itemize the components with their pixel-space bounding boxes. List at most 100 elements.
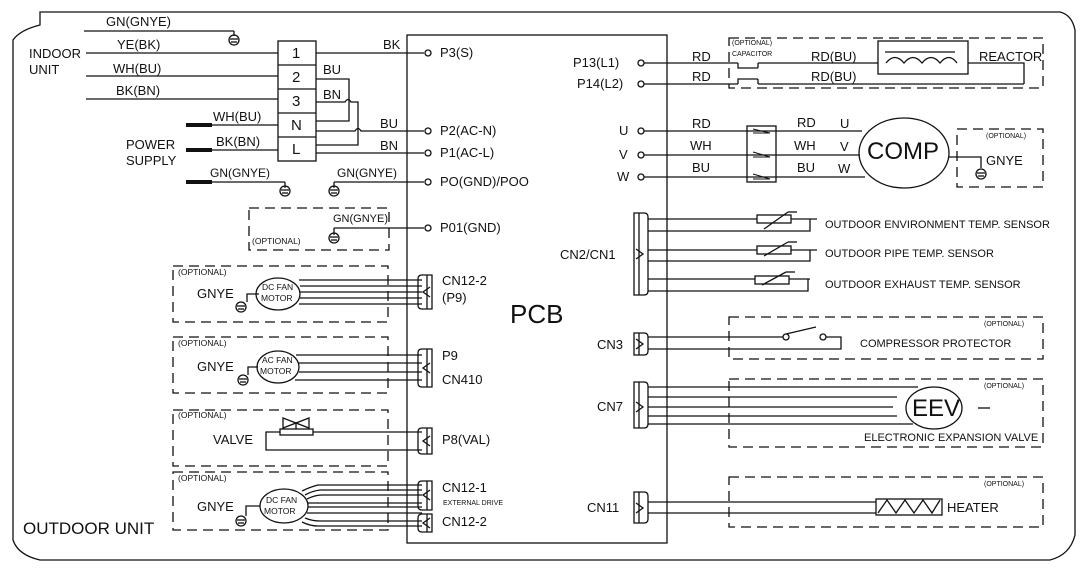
switch-icon [782,326,827,341]
bridge-bu-label: BU [323,62,342,77]
dc-fan-motor-label: DC FAN [262,282,294,292]
compressor-protector-label: COMPRESSOR PROTECTOR [860,338,1012,350]
sensor-pipe-label: OUTDOOR PIPE TEMP. SENSOR [825,248,994,260]
terminal-p13: P13(L1) [573,55,620,70]
wire-label-3: BK(BN) [116,83,161,98]
terminal-p14: P14(L2) [577,76,624,91]
wire-rd-bu-label: RD(BU) [811,69,857,84]
connector-icon [633,212,649,296]
connector-cn12-2-label: CN12-2 [442,273,487,288]
bridge-bn-label: BN [323,87,342,102]
phase-v-label: V [840,139,849,154]
connector-icon [417,348,433,388]
terminal-block [277,40,317,162]
ground-label: GNYE [197,286,234,301]
compressor-label: COMP [867,138,939,165]
terminal-p3: P3(S) [440,45,474,60]
pcb-ground-label: GN(GNYE) [337,166,397,180]
wire-rd-label: RD [692,116,711,131]
wire-rd-bu-label: RD(BU) [811,49,857,64]
eev-symbol [905,386,963,430]
connector-icon [417,513,433,533]
indoor-ground-wire-label: GN(GNYE) [106,14,171,29]
outdoor-unit-border [12,11,1076,561]
optional-label: (OPTIONAL) [178,338,227,348]
sensor-exhaust-label: OUTDOOR EXHAUST TEMP. SENSOR [825,279,1021,291]
optional-label: (OPTIONAL) [252,236,301,246]
connector-cn2-cn1: CN2/CN1 [560,247,616,262]
connector-p9-label: P9 [442,348,458,363]
connector-icon [633,381,649,429]
eev-description: ELECTRONIC EXPANSION VALVE [864,432,1039,444]
compressor-symbol [858,117,950,189]
wire-bk-label: BK [383,37,401,52]
optional-label: (OPTIONAL) [984,481,1025,488]
valve-label: VALVE [213,432,253,447]
connector-p8-label: P8(VAL) [442,432,491,447]
connector-cn12-2-label: CN12-2 [442,514,487,529]
ground-icon [237,374,249,386]
optional-label: (OPTIONAL) [986,133,1027,140]
supply-n-label: WH(BU) [213,109,262,124]
pcb-board [406,34,668,544]
ac-fan-motor-label-2: MOTOR [260,366,292,376]
optional-label: (OPTIONAL) [178,267,227,277]
pcb-label: PCB [510,299,564,329]
power-supply-label: POWER [126,137,176,152]
reactor-box [877,40,969,75]
terminal-po: PO(GND)/POO [440,174,529,189]
terminal-u: U [619,123,629,138]
compressor-connector [746,125,777,183]
capacitor-icon [737,62,876,84]
ground-icon [279,185,291,197]
outdoor-unit-label: OUTDOOR UNIT [23,519,155,538]
ground-label: GNYE [197,359,234,374]
terminal-l: L [292,141,301,158]
terminal-p01: P01(GND) [440,220,501,235]
ac-fan-motor-label: AC FAN [262,355,293,365]
ground-label: GNYE [986,153,1023,168]
phase-w-label: W [838,161,851,176]
connector-icon [417,480,433,511]
wire-rd-label: RD [797,115,816,130]
valve-icon [279,417,314,436]
eev-label: EEV [912,395,961,422]
phase-u-label: U [840,116,850,131]
terminal-1: 1 [292,45,301,62]
wire-wh-label: WH [690,138,712,153]
ground-label: GNYE [197,499,234,514]
external-drive-label: EXTERNAL DRIVE [443,500,504,507]
dc-fan-motor-label: DC FAN [266,495,298,505]
sensor-environment-label: OUTDOOR ENVIRONMENT TEMP. SENSOR [825,219,1050,231]
terminal-2: 2 [292,69,301,86]
wire-rd-label: RD [692,49,711,64]
wire-wh-label: WH [794,138,816,153]
wire-label-1: YE(BK) [117,37,161,52]
connector-icon [417,427,433,455]
optional-label: (OPTIONAL) [984,321,1025,328]
wire-rd-label: RD [692,69,711,84]
connector-icon [417,274,433,310]
terminal-p2: P2(AC-N) [440,123,497,138]
heater-element-icon [875,498,943,516]
dc-fan-motor-label-2: MOTOR [261,293,293,303]
thermistor-icon [756,214,792,224]
optional-label: (OPTIONAL) [178,410,227,420]
ground-icon [235,515,247,527]
connector-icon [633,332,649,356]
connector-cn7: CN7 [597,399,624,414]
ground-icon [328,185,340,197]
wire-label-2: WH(BU) [113,61,162,76]
wire-bu-label: BU [692,160,711,175]
power-supply-label-2: SUPPLY [126,153,177,168]
wire-bu-label: BU [380,116,399,131]
reactor-label: REACTOR [979,49,1043,64]
wire-bu-label: BU [797,160,816,175]
ground-icon [228,34,240,46]
terminal-n: N [291,117,302,134]
connector-icon [633,491,649,524]
indoor-unit-label: INDOOR [29,46,81,61]
wire-bn-label: BN [380,138,399,153]
ground-icon [328,232,340,244]
